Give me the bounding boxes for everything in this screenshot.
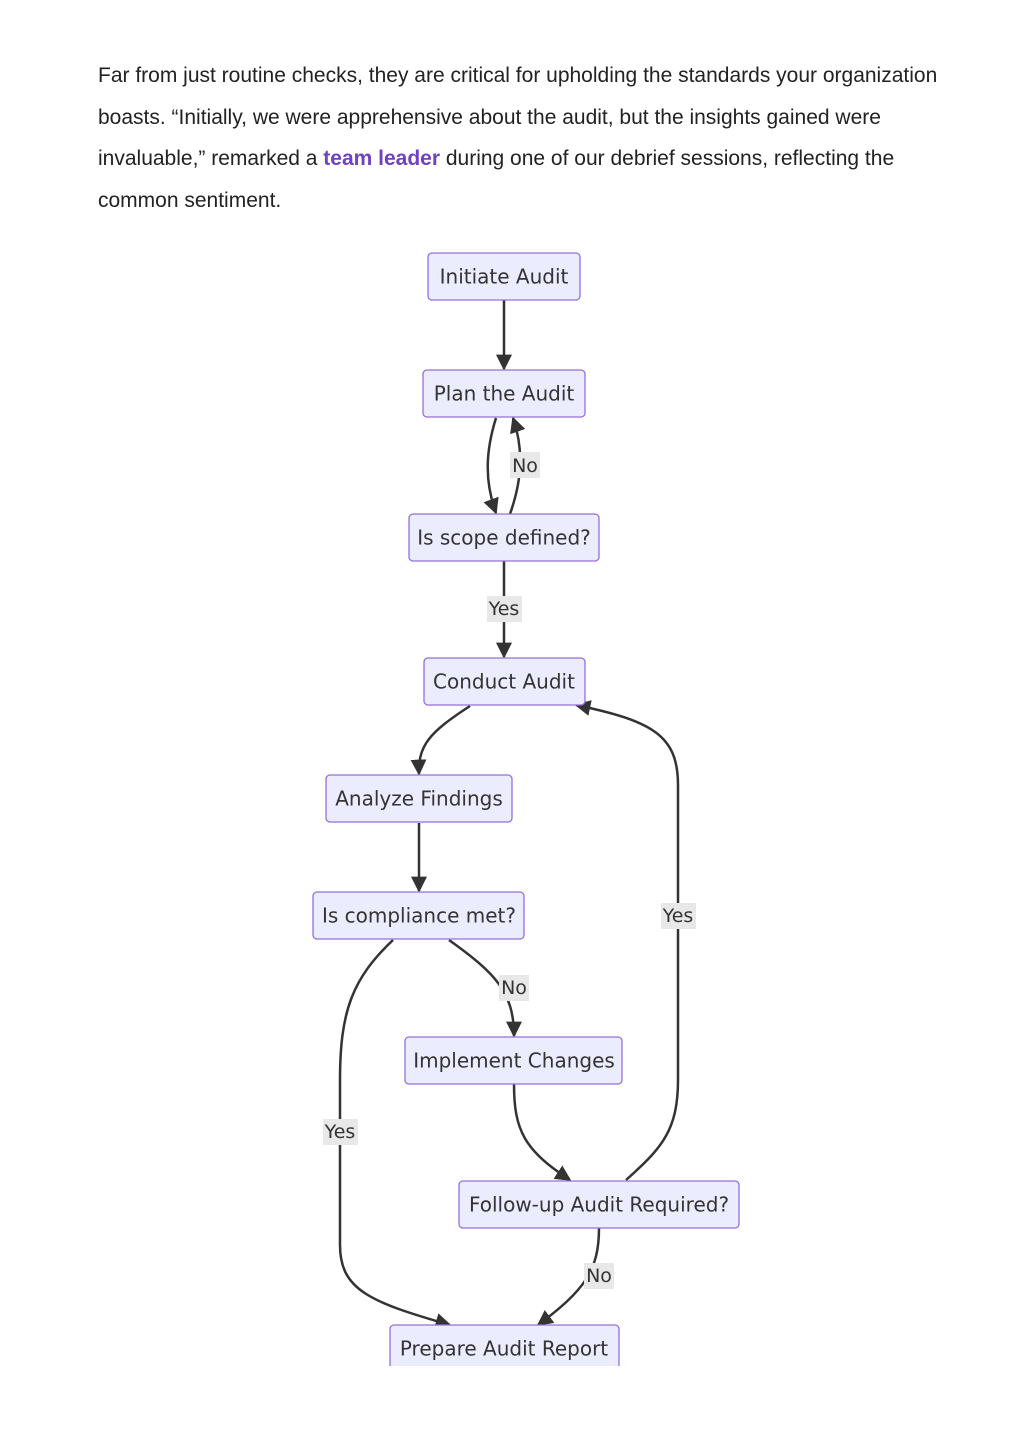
- edge-label-compliance-yes: Yes: [323, 1119, 358, 1145]
- node-follow-up-audit-required: Follow-up Audit Required?: [458, 1180, 740, 1229]
- edge-plan-to-scope: [483, 417, 499, 515]
- edge-label-followup-no: No: [584, 1263, 614, 1289]
- svg-text:Yes: Yes: [488, 598, 520, 620]
- svg-text:Is compliance met?: Is compliance met?: [322, 904, 516, 928]
- svg-text:Implement Changes: Implement Changes: [413, 1049, 615, 1073]
- intro-paragraph: Far from just routine checks, they are c…: [98, 55, 968, 221]
- node-plan-the-audit: Plan the Audit: [422, 369, 586, 418]
- edge-label-compliance-no: No: [499, 975, 529, 1001]
- svg-text:Prepare Audit Report: Prepare Audit Report: [400, 1337, 608, 1361]
- svg-text:No: No: [512, 455, 538, 477]
- svg-text:Plan the Audit: Plan the Audit: [434, 382, 575, 406]
- edge-label-followup-yes: Yes: [661, 903, 696, 929]
- svg-text:Conduct Audit: Conduct Audit: [433, 670, 575, 694]
- edge-label-scope-yes: Yes: [487, 596, 522, 622]
- node-analyze-findings: Analyze Findings: [325, 774, 513, 823]
- node-is-compliance-met: Is compliance met?: [312, 891, 525, 940]
- node-implement-changes: Implement Changes: [404, 1036, 623, 1085]
- svg-text:Is scope defined?: Is scope defined?: [417, 526, 591, 550]
- edge-implement-to-followup: [512, 1083, 572, 1182]
- node-conduct-audit: Conduct Audit: [423, 657, 586, 706]
- node-is-scope-defined: Is scope defined?: [408, 513, 600, 562]
- team-leader-highlight: team leader: [323, 147, 441, 170]
- svg-text:No: No: [501, 977, 527, 999]
- intro-text-before: Far from just routine checks, they are c…: [98, 64, 938, 170]
- svg-text:Analyze Findings: Analyze Findings: [335, 787, 503, 811]
- edge-compliance-no-to-implement: [448, 938, 522, 1038]
- node-initiate-audit: Initiate Audit: [427, 252, 581, 301]
- node-prepare-audit-report: Prepare Audit Report: [389, 1324, 620, 1366]
- edge-label-scope-no: No: [510, 452, 540, 478]
- svg-text:No: No: [586, 1265, 612, 1287]
- edge-compliance-yes-to-report: [338, 939, 452, 1329]
- edge-followup-yes-to-conduct: [574, 700, 680, 1181]
- svg-text:Initiate Audit: Initiate Audit: [440, 265, 569, 289]
- svg-text:Yes: Yes: [324, 1121, 356, 1143]
- svg-text:Yes: Yes: [662, 905, 694, 927]
- intro-text-after: during one of our debrief sessions, refl…: [98, 147, 895, 212]
- svg-text:Follow-up Audit Required?: Follow-up Audit Required?: [469, 1193, 729, 1217]
- edge-conduct-to-analyze: [410, 704, 471, 776]
